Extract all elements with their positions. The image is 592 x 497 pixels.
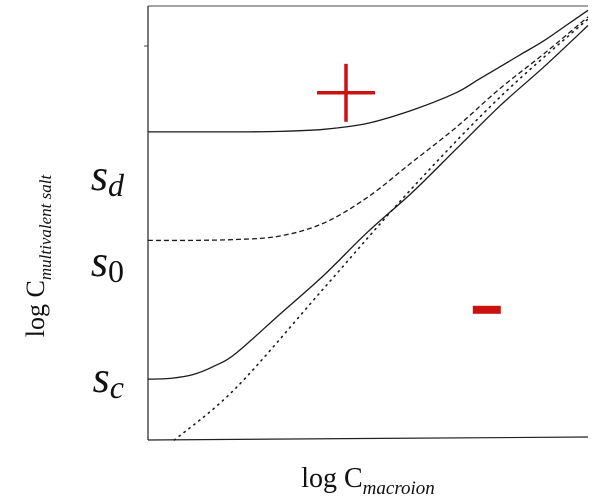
y-marker-sd-sub: d <box>108 167 125 203</box>
y-marker-sc-main: s <box>93 353 110 402</box>
series-line-solid-3 <box>147 25 589 380</box>
minus-sign <box>472 305 501 314</box>
y-marker-sd: sd <box>91 151 125 203</box>
series-line-dotted-2 <box>173 18 589 441</box>
y-marker-group: sd s0 sc <box>91 151 125 405</box>
plot-frame <box>144 5 589 441</box>
x-axis-label: log Cmacroion <box>301 463 435 497</box>
y-marker-s0-sub: 0 <box>108 253 124 289</box>
y-axis-label-sub: multivalent salt <box>36 174 55 281</box>
x-axis-line <box>147 436 589 441</box>
y-marker-s0: s0 <box>91 237 124 289</box>
x-axis-label-sub: macroion <box>363 478 435 497</box>
series-group <box>147 9 589 441</box>
annotation-group <box>317 63 501 314</box>
y-marker-sc-sub: c <box>110 369 124 405</box>
y-marker-sc: sc <box>93 353 124 405</box>
y-axis-label-main: log C <box>21 280 50 337</box>
series-line-dashed-1 <box>147 16 589 242</box>
x-axis-label-main: log C <box>301 463 362 494</box>
y-axis-label: log Cmultivalent salt <box>21 174 55 338</box>
y-marker-sd-main: s <box>91 151 108 200</box>
y-marker-s0-main: s <box>91 237 108 286</box>
series-line-solid-0 <box>147 9 589 133</box>
